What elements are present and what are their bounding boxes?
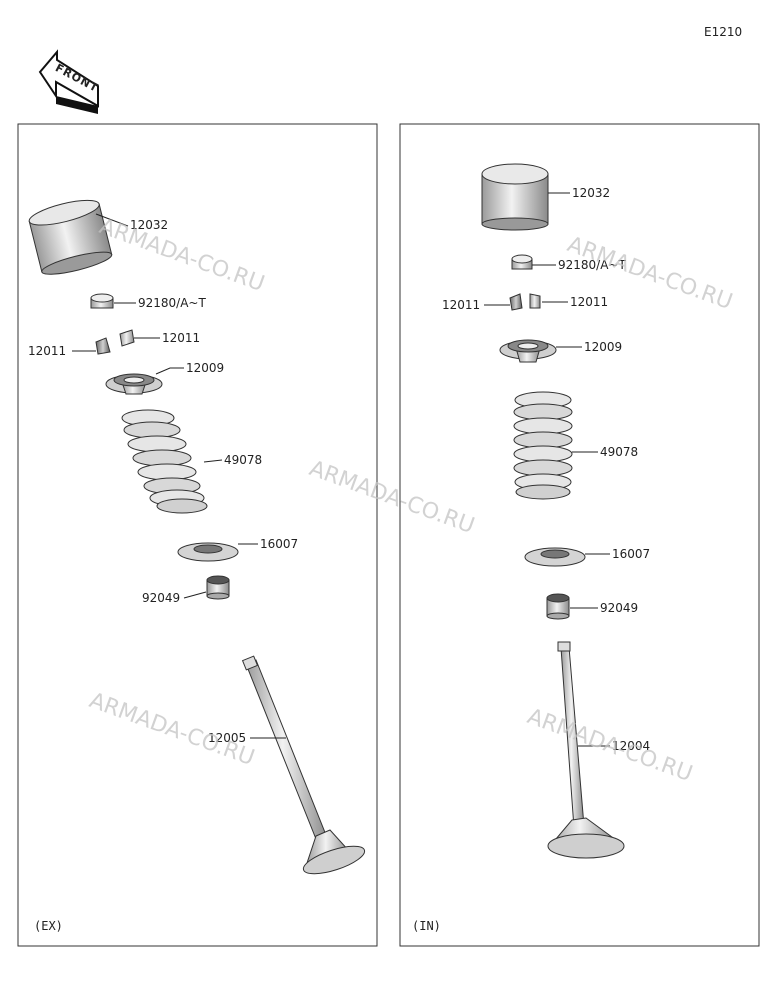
ex-spring-label: 49078 [224, 453, 262, 467]
in-valve-label: 12004 [612, 739, 650, 753]
ex-retainer-part [105, 373, 163, 395]
ex-retainer-label: 12009 [186, 361, 224, 375]
ex-shim-label: 92180/A~T [138, 296, 206, 310]
ex-seal-part [206, 575, 230, 600]
in-retainer-part [499, 339, 557, 363]
in-spring-part [513, 391, 573, 500]
in-cotter-left-part [509, 293, 523, 311]
in-seat-part [524, 547, 586, 567]
watermark-1: ARMADA-CO.RU [96, 214, 268, 297]
in-spring-label: 49078 [600, 445, 638, 459]
in-retainer-label: 12009 [584, 340, 622, 354]
ex-tappet-part [28, 199, 113, 275]
ex-tappet-label: 12032 [130, 218, 168, 232]
ex-valve-part [241, 655, 366, 875]
in-seal-part [546, 593, 570, 620]
ex-seal-label: 92049 [142, 591, 180, 605]
ex-shim-part [90, 293, 114, 309]
ex-cotter-right-label: 12011 [162, 331, 200, 345]
ex-seat-label: 16007 [260, 537, 298, 551]
in-shim-part [511, 254, 533, 270]
watermark-4: ARMADA-CO.RU [86, 688, 258, 771]
watermark-3: ARMADA-CO.RU [306, 456, 478, 539]
exhaust-panel-label: (EX) [34, 919, 63, 933]
intake-panel-frame [399, 123, 760, 947]
exhaust-panel-frame [17, 123, 378, 947]
in-cotter-right-part [529, 293, 541, 309]
in-shim-label: 92180/A~T [558, 258, 626, 272]
ex-cotter-left-part [95, 337, 111, 355]
ex-cotter-left-label: 12011 [28, 344, 66, 358]
intake-panel-label: (IN) [412, 919, 441, 933]
in-cotter-left-label: 12011 [442, 298, 480, 312]
in-valve-part [547, 641, 625, 859]
in-cotter-right-label: 12011 [570, 295, 608, 309]
in-tappet-part [481, 163, 549, 231]
front-arrow-icon: FRONT [38, 49, 101, 114]
watermark-5: ARMADA-CO.RU [524, 704, 696, 787]
ex-seat-part [177, 542, 239, 562]
in-tappet-label: 12032 [572, 186, 610, 200]
in-seal-label: 92049 [600, 601, 638, 615]
in-seat-label: 16007 [612, 547, 650, 561]
ex-cotter-right-part [119, 329, 135, 347]
diagram-code: E1210 [704, 25, 742, 39]
ex-spring-part [121, 409, 208, 514]
ex-valve-label: 12005 [208, 731, 246, 745]
